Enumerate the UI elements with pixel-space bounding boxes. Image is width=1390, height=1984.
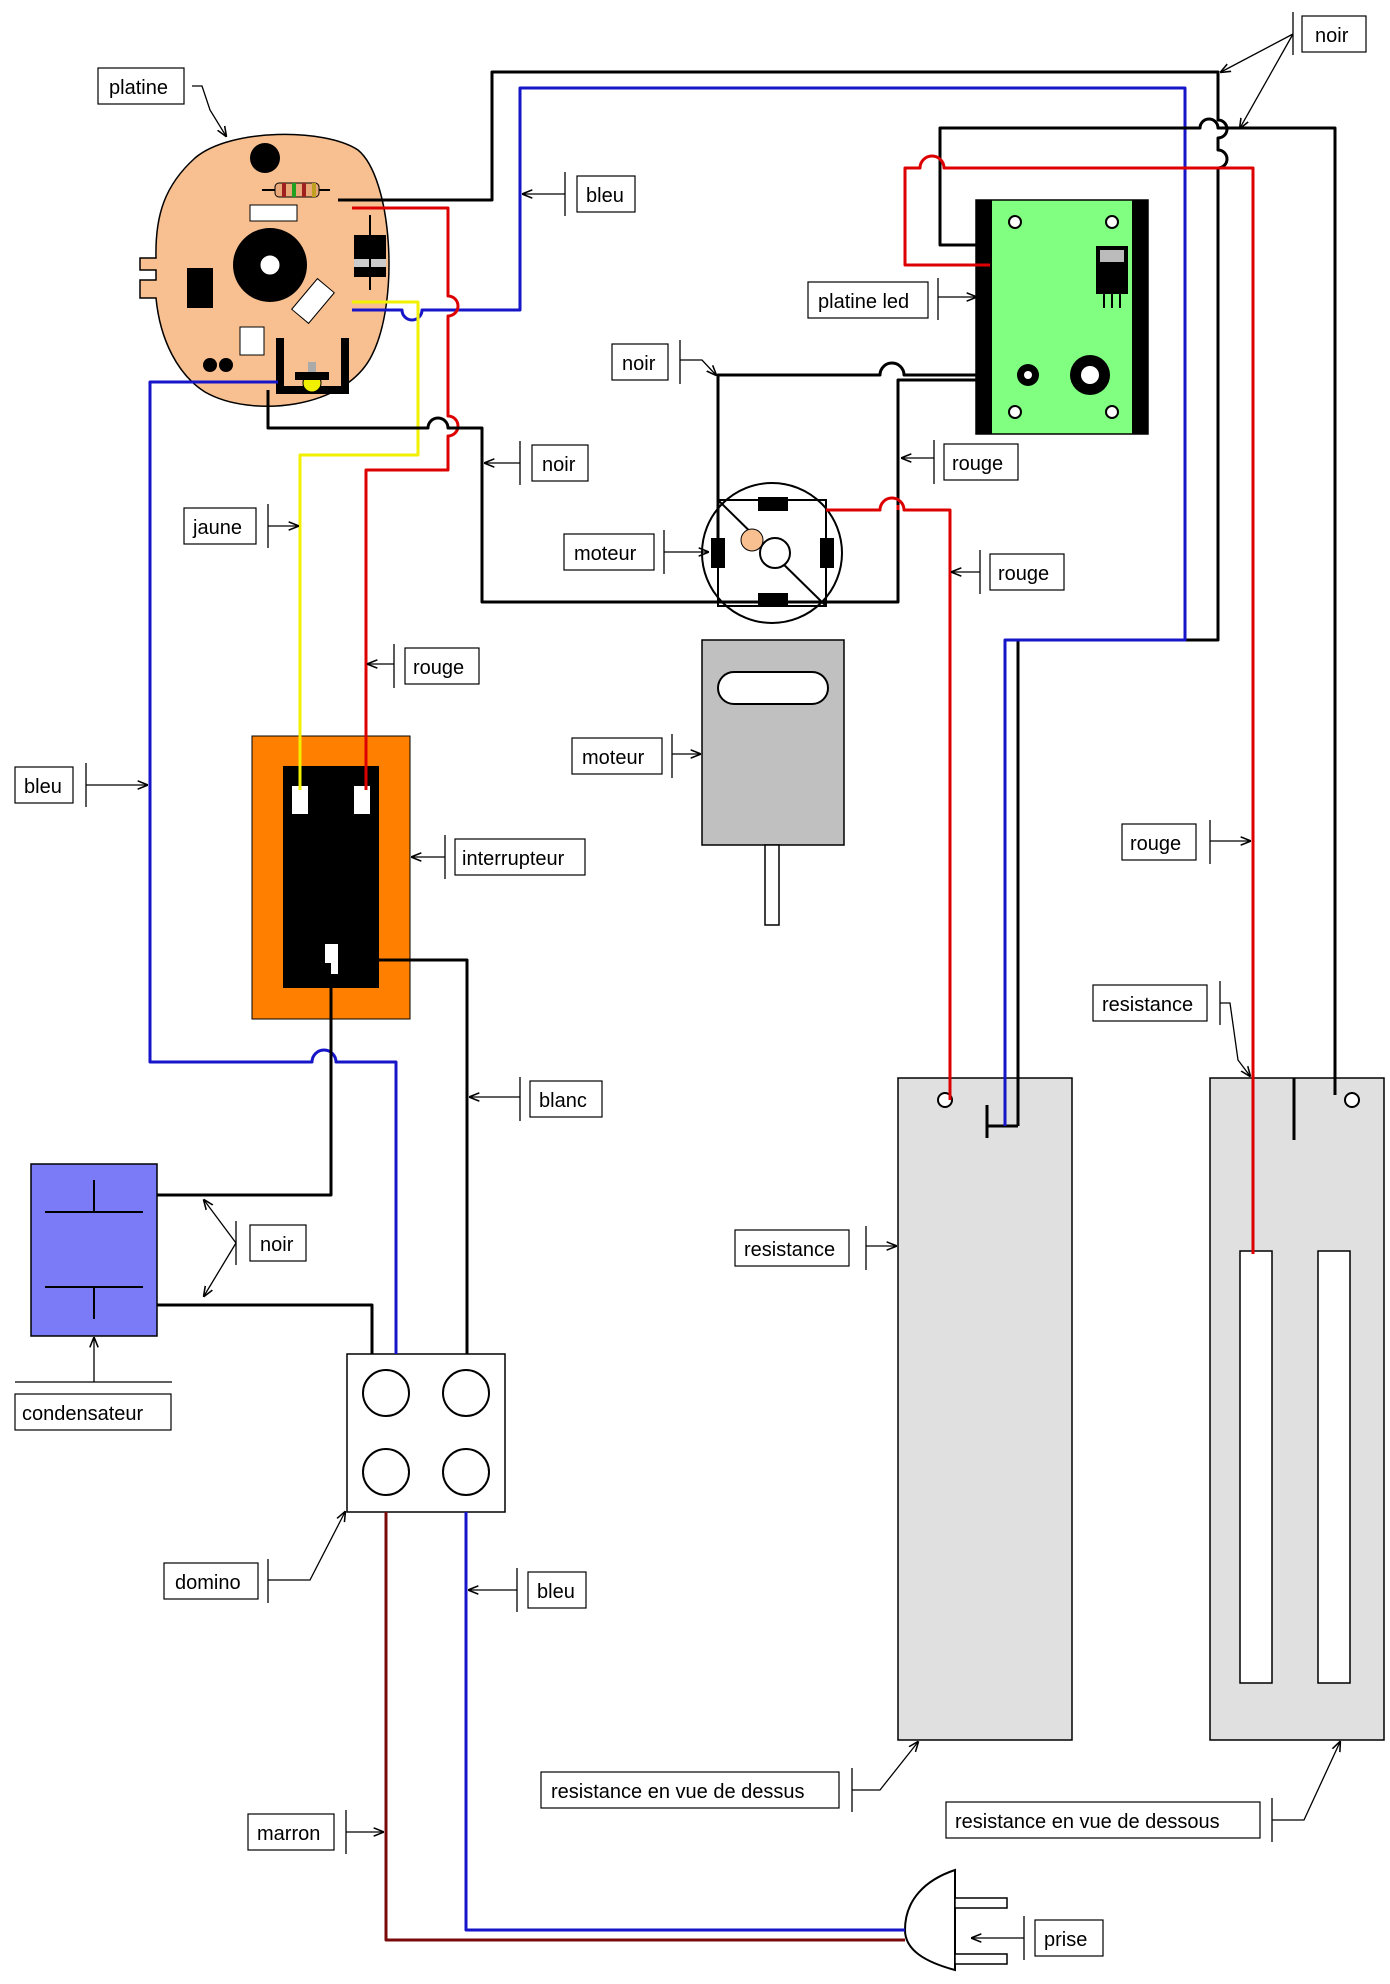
label-resistance-dessous: resistance en vue de dessous bbox=[945, 1742, 1340, 1842]
label-bleu-left: bleu bbox=[14, 763, 147, 807]
interrupteur-switch bbox=[251, 735, 411, 1020]
label-platine: platine bbox=[97, 67, 226, 136]
label-noir-cond-text: noir bbox=[260, 1234, 294, 1256]
resistance-bottom-view bbox=[1209, 1077, 1385, 1741]
resistor-icon bbox=[262, 182, 330, 198]
platine-led-board bbox=[975, 199, 1149, 435]
label-resistance-dessous-text: resistance en vue de dessous bbox=[955, 1811, 1220, 1833]
platine-board bbox=[139, 133, 390, 407]
label-blanc: blanc bbox=[470, 1077, 603, 1121]
resistance-top-view bbox=[897, 1077, 1073, 1741]
label-bleu-bottom-text: bleu bbox=[537, 1581, 575, 1603]
label-rouge-right: rouge bbox=[1121, 820, 1250, 864]
label-jaune: jaune bbox=[183, 504, 298, 548]
label-moteur-side: moteur bbox=[571, 734, 700, 778]
wires bbox=[148, 70, 1337, 1942]
label-domino: domino bbox=[163, 1512, 345, 1603]
label-noir-mid-text: noir bbox=[542, 454, 576, 476]
label-condensateur: condensateur bbox=[14, 1338, 172, 1431]
label-moteur-side-text: moteur bbox=[582, 747, 645, 769]
label-rouge-led-text: rouge bbox=[952, 453, 1003, 475]
platine-small-part-icon bbox=[249, 204, 298, 222]
label-jaune-text: jaune bbox=[192, 517, 242, 539]
label-noir-mid: noir bbox=[485, 441, 589, 485]
label-resistance-mid: resistance bbox=[734, 1226, 896, 1270]
label-noir-top-text: noir bbox=[1315, 25, 1349, 47]
label-moteur-top: moteur bbox=[563, 530, 708, 574]
label-rouge-left: rouge bbox=[368, 644, 480, 688]
label-bleu-left-text: bleu bbox=[24, 776, 62, 798]
platine-dot-icon bbox=[203, 358, 217, 372]
label-bleu-top-text: bleu bbox=[586, 185, 624, 207]
label-rouge-led: rouge bbox=[902, 440, 1019, 484]
label-resistance-right-text: resistance bbox=[1102, 994, 1193, 1016]
condensateur-capacitor bbox=[30, 1163, 158, 1337]
label-marron-text: marron bbox=[257, 1823, 320, 1845]
label-noir-led-text: noir bbox=[622, 353, 656, 375]
platine-part-2-icon bbox=[291, 277, 335, 325]
label-noir-cond: noir bbox=[204, 1200, 307, 1296]
label-rouge-motor: rouge bbox=[952, 550, 1065, 594]
label-condensateur-text: condensateur bbox=[22, 1403, 144, 1425]
label-bleu-top: bleu bbox=[523, 172, 636, 216]
label-interrupteur: interrupteur bbox=[412, 835, 586, 879]
label-rouge-left-text: rouge bbox=[413, 657, 464, 679]
label-domino-text: domino bbox=[175, 1572, 241, 1594]
label-resistance-dessus-text: resistance en vue de dessus bbox=[551, 1781, 805, 1803]
label-resistance-right: resistance bbox=[1092, 981, 1250, 1076]
label-resistance-mid-text: resistance bbox=[744, 1239, 835, 1261]
label-bleu-bottom: bleu bbox=[469, 1568, 587, 1612]
moteur-pin-icon bbox=[740, 528, 764, 552]
label-rouge-right-text: rouge bbox=[1130, 833, 1181, 855]
label-noir-top: noir bbox=[1221, 12, 1367, 128]
label-interrupteur-text: interrupteur bbox=[462, 848, 565, 870]
label-prise-text: prise bbox=[1044, 1929, 1087, 1951]
label-noir-led: noir bbox=[611, 340, 716, 384]
label-platine-led-text: platine led bbox=[818, 291, 909, 313]
label-blanc-text: blanc bbox=[539, 1090, 587, 1112]
prise-plug bbox=[903, 1868, 1008, 1972]
label-platine-text: platine bbox=[109, 77, 168, 99]
moteur-side-view bbox=[701, 639, 845, 926]
label-platine-led: platine led bbox=[807, 278, 976, 320]
label-rouge-motor-text: rouge bbox=[998, 563, 1049, 585]
label-resistance-dessus: resistance en vue de dessus bbox=[540, 1742, 918, 1812]
platine-part-3-icon bbox=[239, 326, 265, 356]
platine-hole-icon bbox=[250, 143, 280, 173]
label-marron: marron bbox=[247, 1810, 383, 1854]
label-prise: prise bbox=[972, 1916, 1104, 1960]
label-moteur-top-text: moteur bbox=[574, 543, 637, 565]
domino-terminal-block bbox=[346, 1353, 506, 1513]
chip-icon bbox=[187, 268, 213, 308]
regulator-icon bbox=[1096, 246, 1128, 308]
